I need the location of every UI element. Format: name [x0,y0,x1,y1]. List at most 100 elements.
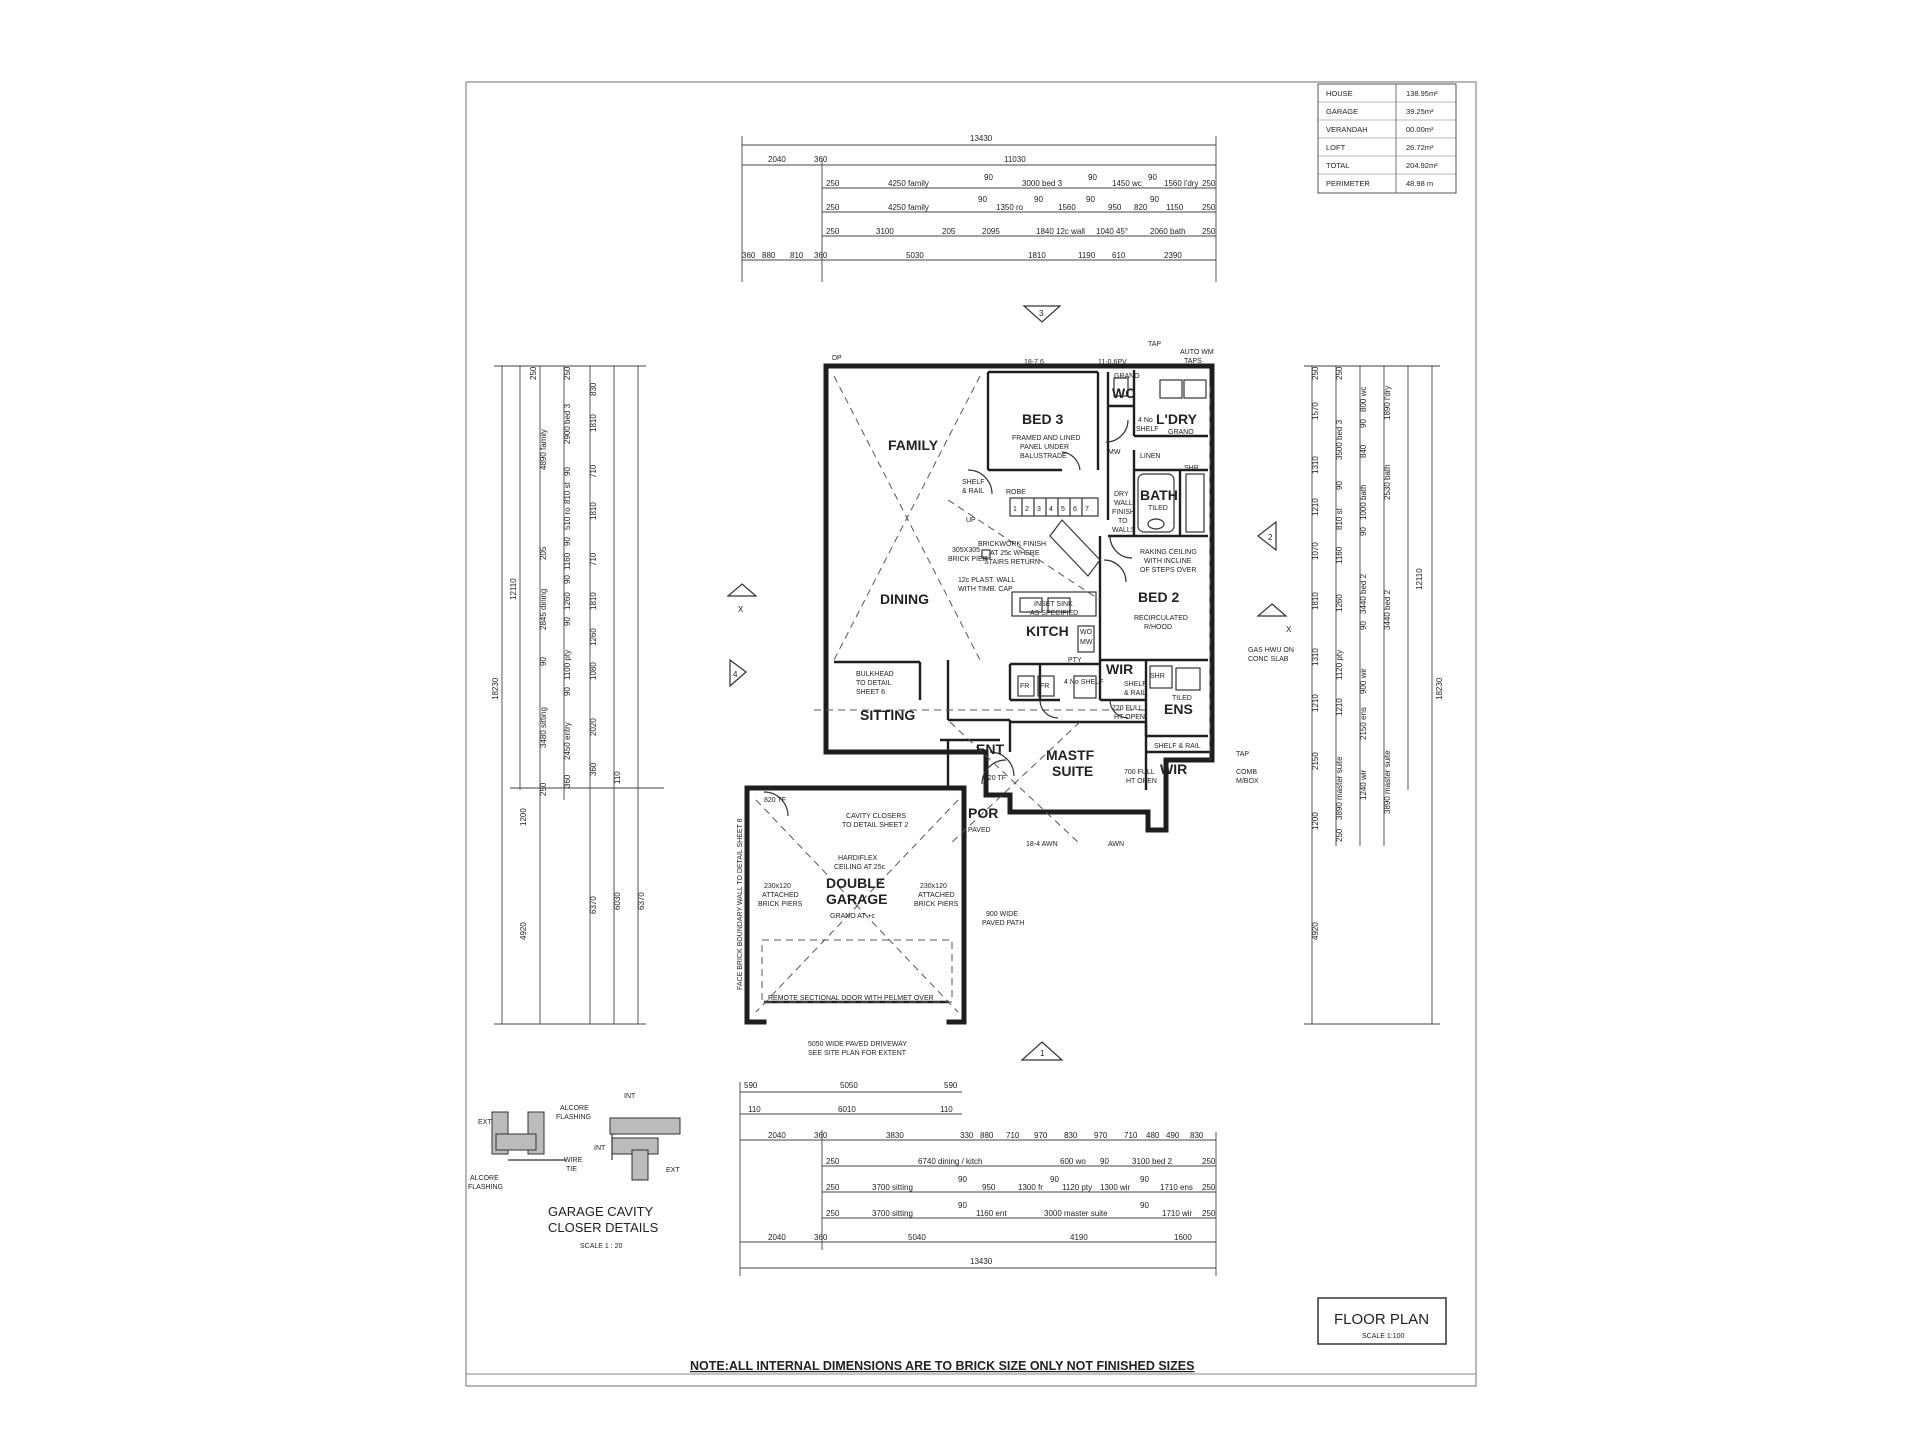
dim-left: 90 [563,537,572,546]
room-garage-2: GARAGE [826,891,887,907]
dim-right: 1260 [1335,594,1344,612]
top-dimensions: 13430 2040 360 11030 250 4250 family 90 … [741,134,1217,282]
dim-left: 4920 [519,922,528,940]
dim-left: 4890 family [539,429,548,470]
dim-right: 1200 [1311,812,1320,830]
dim-top: 250 [826,203,840,212]
note: RAKING CEILING [1140,549,1197,556]
room-wir2: WIR [1160,761,1187,777]
note: BRICK PIER [948,556,988,563]
note: WITH INCLINE [1144,558,1192,565]
area-table-label: TOTAL [1326,161,1349,170]
detail-title-2: CLOSER DETAILS [548,1220,659,1235]
note: UP [966,517,976,524]
dim-left: 6370 [589,896,598,914]
note: FR [1020,683,1029,690]
dim-bottom: 590 [744,1081,758,1090]
area-table-label: GARAGE [1326,107,1358,116]
dim-bottom: 330 [960,1131,974,1140]
dim-bottom: 90 [1140,1175,1149,1184]
dim-left: 510 ro [563,507,572,530]
dim-right: 1210 [1311,694,1320,712]
dim-bottom: 360 [814,1233,828,1242]
dim-bottom: 90 [1050,1175,1059,1184]
bottom-dimensions: 590 5050 590 110 6010 110 2040 360 3830 … [739,1081,1217,1276]
dim-bottom: 3830 [886,1131,904,1140]
note: HARDIFLEX [838,855,878,862]
stair-number: 2 [1025,506,1029,513]
note: TAP [1236,751,1249,758]
note: TO [1118,518,1128,525]
area-table-value: 48.98 m [1406,179,1433,188]
dim-bottom: 3700 sitting [872,1183,913,1192]
note: 230x120 [764,883,791,890]
dim-top: 90 [984,173,993,182]
cavity-closer-detail: EXT EXT INT INT ALCORE FLASHING ALCORE F… [468,1093,681,1250]
stair-number: 7 [1085,506,1089,513]
dim-right-overall: 18230 [1435,677,1444,700]
dim-bottom: 4190 [1070,1233,1088,1242]
dim-bottom: 90 [1140,1201,1149,1210]
dim-right: 800 wc [1359,387,1368,412]
dim-left: 6370 [637,892,646,910]
dim-right: 90 [1359,621,1368,630]
section-marker-1: 1 [1040,1049,1045,1058]
dim-left: 1260 [589,628,598,646]
note: GRANO AT +c [830,913,876,920]
dim-bottom: 6010 [838,1105,856,1114]
note: 11-0.6PV [1098,359,1127,366]
note: WALLS [1112,527,1136,534]
dim-bottom: 1600 [1174,1233,1192,1242]
dim-left: 1810 [589,592,598,610]
dim-top: 90 [1148,173,1157,182]
dim-right: 90 [1335,481,1344,490]
dim-top: 90 [1088,173,1097,182]
dim-right: 2530 bath [1383,464,1392,500]
note: 4 No [1138,417,1153,424]
note: & RAIL [1124,690,1146,697]
dim-bottom: 600 wo [1060,1157,1086,1166]
dim-left: 250 [539,782,548,796]
note: 305X305 [952,547,980,554]
area-table-value: 26.72m² [1406,143,1434,152]
dim-right: 250 [1335,366,1344,380]
dim-left: 90 [563,467,572,476]
dim-left: 2900 bed 3 [563,403,572,444]
dim-left: 250 [529,366,538,380]
dim-bottom: 110 [748,1105,761,1114]
dim-bottom: 710 [1006,1131,1020,1140]
dim-bottom: 5040 [908,1233,926,1242]
door-swings [763,419,1133,817]
dim-right: 840 [1359,444,1368,458]
dim-bottom: 950 [982,1183,996,1192]
dim-right: 3890 master suite [1383,750,1392,814]
note: FRAMED AND LINED [1012,435,1080,442]
note: INSET SINK [1034,601,1073,608]
dim-top: 2040 [768,155,786,164]
internal-walls [764,370,1210,1004]
dim-top: 1560 l'dry [1164,179,1198,188]
dim-bottom: 710 [1124,1131,1138,1140]
dim-left: 3480 sitting [539,707,548,748]
note: 820 TF [984,775,1006,782]
dim-top: 360 [814,251,828,260]
note: SHELF & RAIL [1154,743,1201,750]
stair-number: 1 [1013,506,1017,513]
section-marker-4: 4 [733,670,738,679]
dim-bottom: 490 [1166,1131,1180,1140]
dim-right: 1810 [1311,592,1320,610]
dim-top: 810 [790,251,804,260]
note: SHR [1150,673,1165,680]
dim-right: 1240 wir [1359,769,1368,800]
dim-right: 2150 ens [1359,707,1368,740]
dim-top: 1040 45° [1096,227,1128,236]
note: TILED [1172,695,1192,702]
dim-top: 2095 [982,227,1000,236]
room-garage-1: DOUBLE [826,875,885,891]
area-table-label: VERANDAH [1326,125,1368,134]
dim-bottom: 250 [826,1183,840,1192]
note: FINISH [1112,509,1135,516]
dim-right: 1310 [1311,648,1320,666]
note: 18-7.6 [1024,359,1044,366]
